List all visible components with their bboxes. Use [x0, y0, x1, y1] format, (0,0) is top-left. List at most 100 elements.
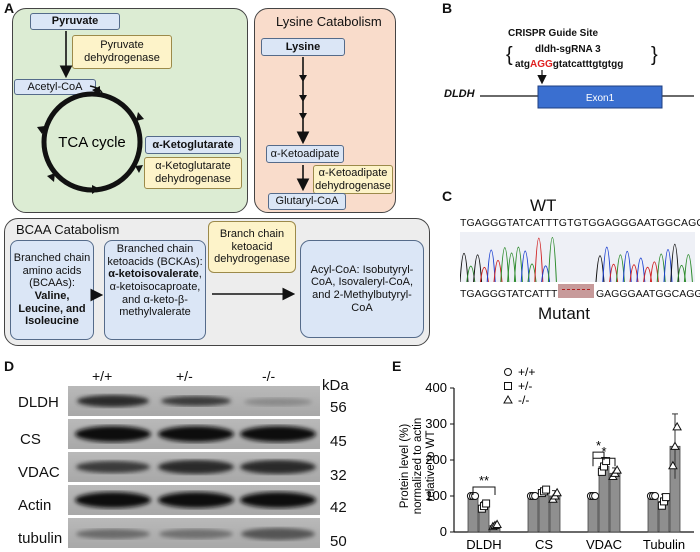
bckdh-box: Branch chain ketoacid dehydrogenase [208, 221, 296, 273]
kda-actin: 42 [330, 499, 347, 516]
chromatogram-peak [460, 253, 469, 283]
sig-bracket-vdac-het-label: * [596, 438, 601, 453]
tca-diagram: TCA cycle [37, 31, 144, 194]
kda-dldh: 56 [330, 399, 347, 416]
kda-cs: 45 [330, 433, 347, 450]
chart-point [482, 499, 491, 508]
panel-c-label: C [442, 188, 453, 204]
chart-point [542, 485, 551, 494]
legend-label: +/- [518, 379, 532, 393]
left-brace: { [506, 44, 513, 66]
chromatogram-peak [520, 250, 530, 283]
tca-cycle-arrowheads [37, 86, 144, 194]
kda-label: kDa [322, 377, 349, 394]
chart-bar [609, 472, 621, 533]
exon1-block [537, 85, 663, 109]
chart-y-axis-label-line: relative to WT [425, 431, 437, 502]
sig-bracket-vdac-ko-label: * [601, 444, 606, 459]
bcaa-box-text: Branched chain amino acids (BCAAs): [13, 252, 91, 290]
chart-point [662, 493, 671, 502]
bcaa-panel-title: BCAA Catabolism [16, 222, 120, 237]
chromatogram-peak [683, 254, 693, 283]
mutant-label: Mutant [538, 304, 590, 323]
ketoadipate-box: α-Ketoadipate [266, 145, 344, 163]
chart-bar [587, 495, 599, 533]
seq-prefix: atg [515, 59, 530, 70]
bcka-box-rest: , α-ketoisocaproate, and α-keto-β-methyl… [109, 268, 202, 319]
panel-a-label: A [4, 0, 15, 16]
chart-x-tick-label: Tubulin [643, 537, 685, 552]
akgdh-box: α-Ketoglutarate dehydrogenase [144, 157, 242, 189]
chromatogram-peak [622, 250, 632, 283]
lysine-box: Lysine [261, 38, 345, 56]
pyruvate-box: Pyruvate [30, 13, 120, 30]
lysine-panel-title: Lysine Catabolism [276, 14, 382, 29]
right-brace: } [651, 44, 658, 66]
blot-label-tubulin: tubulin [18, 530, 63, 547]
chart-x-tick-label: DLDH [466, 537, 501, 552]
sig-bracket-dldh-label: ** [479, 473, 489, 488]
chromatogram [460, 232, 695, 283]
deletion-block [558, 284, 594, 298]
kda-vdac: 32 [330, 467, 347, 484]
akadh-box: α-Ketoadipate dehydrogenase [313, 165, 393, 194]
chart-x-tick-label: CS [535, 537, 553, 552]
genotype-wt: +/+ [92, 368, 113, 384]
chart-y-axis-label-line: normalized to actin [412, 418, 424, 515]
tca-cycle-label: TCA cycle [58, 134, 126, 151]
chart-y-axis-label-line: Protein level (%) [399, 424, 411, 509]
legend-marker [504, 368, 512, 376]
akg-box: α-Ketoglutarate [145, 136, 241, 154]
chromatogram-peak [486, 249, 496, 283]
bcka-box-bold: α-ketoisovalerate [108, 268, 199, 281]
chart-bar [527, 495, 539, 533]
panel-b-label: B [442, 0, 453, 16]
sig-bracket-dldh [472, 486, 496, 495]
blot-label-dldh: DLDH [18, 394, 59, 411]
blot-label-actin: Actin [18, 497, 52, 514]
deletion-dash [562, 289, 590, 290]
crispr-site-title: CRISPR Guide Site [508, 28, 599, 39]
chart-point [672, 421, 682, 431]
chart-y-tick-label: 300 [425, 416, 447, 431]
bcka-box-text: Branched chain ketoacids (BCKAs): [107, 243, 203, 268]
panel-e-label: E [392, 358, 402, 374]
seq-suffix: gtatcatttgtgtgg [552, 59, 624, 70]
bcaa-box-names: Valine, Leucine, and Isoleucine [18, 290, 86, 328]
chart-y-tick-label: 100 [425, 488, 447, 503]
lysine-arrows [296, 57, 310, 192]
chromatogram-peak [513, 246, 523, 283]
chart-point [492, 519, 502, 528]
blot-label-vdac: VDAC [18, 464, 60, 481]
legend-label: -/- [518, 393, 529, 407]
chart-point [670, 441, 680, 450]
pam-sequence: AGG [530, 59, 553, 70]
chromatogram-peak [602, 246, 612, 283]
chart-bar [538, 490, 550, 533]
chromatogram-peak [636, 257, 646, 283]
sig-bracket-vdac-het [592, 451, 605, 461]
acetyl-coa-box: Acetyl-CoA [14, 79, 96, 95]
pdh-box: Pyruvate dehydrogenase [72, 35, 172, 69]
glutaryl-coa-box: Glutaryl-CoA [268, 193, 346, 210]
chart-bar [647, 495, 659, 533]
legend-marker [503, 394, 513, 404]
chromatogram-peak [534, 237, 544, 283]
chart-point [602, 457, 611, 466]
chart-point [531, 492, 540, 500]
legend-label: +/+ [518, 365, 535, 379]
chart-x-tick-label: VDAC [586, 537, 622, 552]
chart-bar [598, 466, 610, 533]
blot-label-cs: CS [20, 431, 41, 448]
chart-point [651, 492, 660, 500]
western-blots [68, 386, 320, 548]
gene-diagram: Exon1 [480, 70, 694, 109]
chromatogram-traces [460, 237, 693, 283]
genotype-ko: -/- [262, 368, 276, 384]
chart-bar [467, 495, 479, 533]
chromatogram-peak [547, 237, 557, 283]
genotype-het: +/- [176, 368, 193, 384]
gene-name: DLDH [444, 88, 475, 100]
wt-label: WT [530, 196, 557, 215]
sig-bracket-vdac-ko [592, 457, 616, 467]
